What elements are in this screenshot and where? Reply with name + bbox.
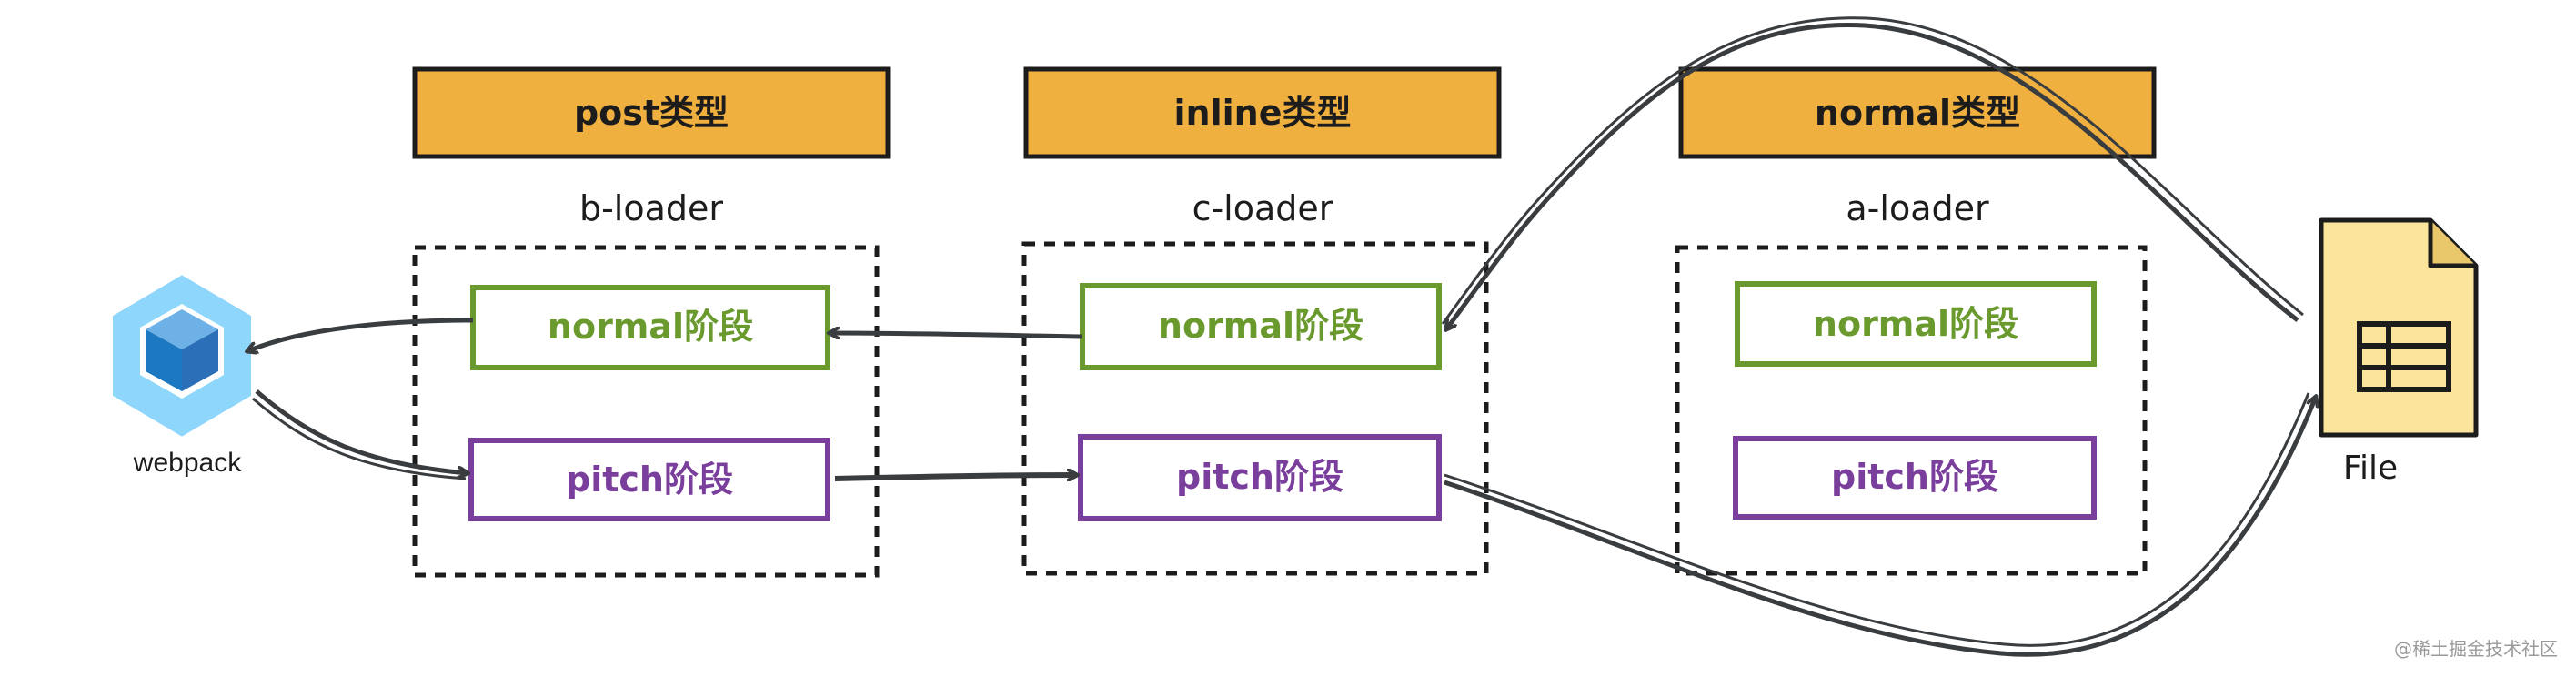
- type-header-normal-label: normal类型: [1815, 93, 2020, 133]
- file-icon: [2319, 217, 2479, 438]
- arrow-webpack-to-b-pitch: [255, 389, 468, 473]
- arrow-c-normal-to-b-normal: [830, 333, 1083, 337]
- pitch-phase-a-label: pitch阶段: [1831, 457, 1998, 497]
- loader-container-a: [1675, 245, 2148, 576]
- normal-phase-c: normal阶段: [1080, 283, 1442, 370]
- file-label: File: [2343, 450, 2398, 487]
- normal-phase-c-label: normal阶段: [1158, 306, 1363, 346]
- type-header-post-label: post类型: [574, 93, 729, 133]
- type-header-normal: normal类型: [1678, 66, 2157, 159]
- arrow-c-pitch-to-file: [1444, 397, 2316, 657]
- arrow-b-pitch-to-c-pitch: [834, 475, 1077, 479]
- loader-name-a: a-loader: [1846, 188, 1989, 228]
- arrow-b-normal-to-webpack: [247, 318, 474, 351]
- pitch-phase-b-label: pitch阶段: [566, 460, 733, 500]
- normal-phase-b: normal阶段: [470, 285, 830, 370]
- loader-name-c: c-loader: [1192, 188, 1333, 228]
- pitch-phase-c-label: pitch阶段: [1176, 457, 1343, 497]
- pitch-phase-c: pitch阶段: [1078, 434, 1442, 521]
- arrow-file-to-c-normal: [1446, 23, 2299, 329]
- webpack-label: webpack: [133, 448, 242, 478]
- loader-name-b: b-loader: [579, 188, 723, 228]
- loader-container-b: [412, 245, 880, 578]
- watermark: @稀土掘金技术社区: [2394, 638, 2558, 660]
- arrow-c-pitch-to-file-trace: [1444, 392, 2310, 647]
- loader-container-c: [1021, 241, 1489, 576]
- arrow-file-to-c-normal-trace: [1441, 16, 2304, 325]
- arrow-webpack-to-b-pitch-trace: [252, 397, 467, 480]
- type-header-inline-label: inline类型: [1174, 93, 1352, 133]
- normal-phase-a-label: normal阶段: [1813, 304, 2018, 344]
- normal-phase-b-label: normal阶段: [548, 307, 753, 347]
- pitch-phase-a: pitch阶段: [1733, 436, 2097, 520]
- type-header-post: post类型: [412, 66, 891, 159]
- normal-phase-a: normal阶段: [1735, 281, 2097, 367]
- pitch-phase-b: pitch阶段: [468, 438, 830, 521]
- webpack-icon: [109, 270, 255, 441]
- type-header-inline: inline类型: [1023, 66, 1502, 159]
